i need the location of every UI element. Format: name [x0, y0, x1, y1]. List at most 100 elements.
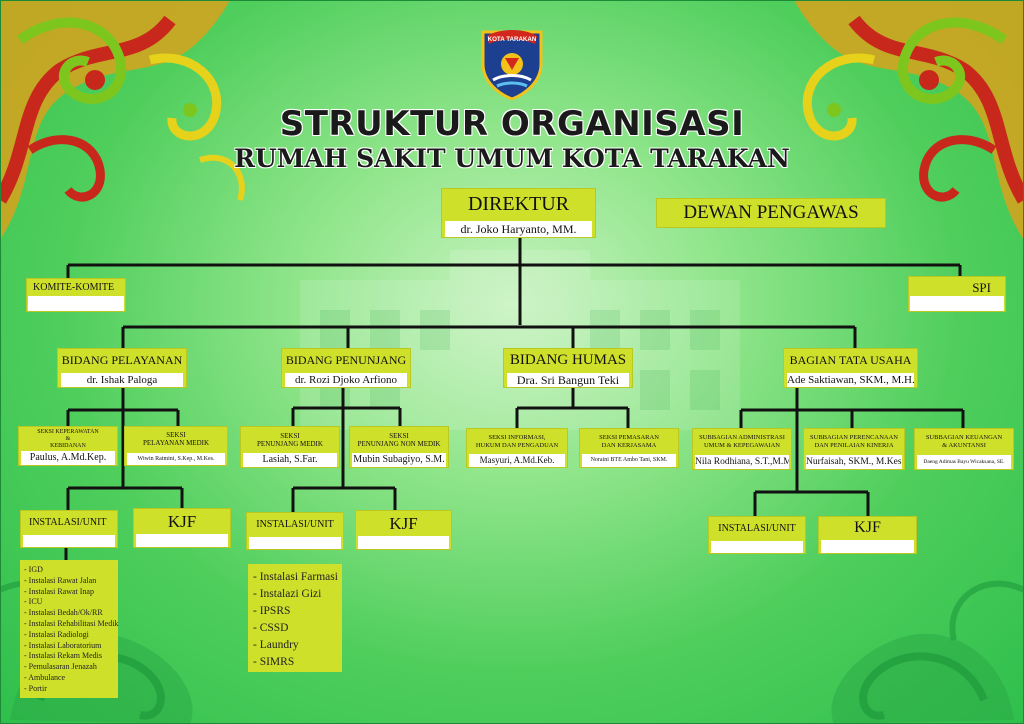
instalasi-item: - Portir	[24, 683, 47, 693]
chart-subtitle: RUMAH SAKIT UMUM KOTA TARAKAN	[234, 144, 790, 173]
seksi-penunjang-medik-box: SEKSI PENUNJANG MEDIK Lasiah, S.Far.	[240, 426, 340, 468]
kjf-name-slot-penunjang	[358, 536, 449, 549]
bidang-penunjang-title: BIDANG PENUNJANG	[285, 353, 407, 367]
instalasi-unit-name-slot-penunjang	[249, 537, 341, 549]
seksi-keperawatan-name: Paulus, A.Md.Kep.	[21, 451, 115, 465]
seksi-penunjang-non-medik-box: SEKSI PENUNJANG NON MEDIK Mubin Subagiyo…	[349, 426, 449, 468]
direktur-name: dr. Joko Haryanto, MM.	[445, 221, 592, 237]
instalasi-item: - Ambulance	[24, 672, 66, 682]
kjf-box-penunjang: KJF	[355, 510, 452, 550]
instalasi-item: - IPSRS	[253, 605, 291, 617]
seksi-penunjang-medik-title-2: PENUNJANG MEDIK	[257, 440, 323, 448]
instalasi-unit-box-tata-usaha: INSTALASI/UNIT	[708, 516, 806, 554]
seksi-pemasaran-title-2: DAN KERJASAMA	[601, 442, 657, 449]
instalasi-item: - Instalasi Rehabilitasi Medik	[24, 618, 119, 628]
kjf-name-slot-pelayanan	[136, 534, 228, 547]
instalasi-item: - Instalasi Farmasi	[253, 571, 338, 583]
komite-title: KOMITE-KOMITE	[33, 282, 115, 293]
kjf-label-pelayanan: KJF	[167, 512, 197, 531]
seksi-informasi-name: Masyuri, A.Md.Keb.	[469, 454, 565, 467]
seksi-penunjang-non-medik-title-2: PENUNJANG NON MEDIK	[357, 440, 441, 448]
komite-box: KOMITE-KOMITE	[26, 278, 126, 312]
subbagian-perencanaan-box: SUBBAGIAN PERENCANAAN DAN PENILAIAN KINE…	[803, 428, 905, 470]
subbagian-keuangan-name: Daeng Adimas Bayu Wicaksana, SE.	[917, 455, 1011, 469]
instalasi-item: - Laundry	[253, 639, 299, 651]
instalasi-item: - Pemulasaran Jenazah	[24, 662, 97, 672]
instalasi-unit-box-penunjang: INSTALASI/UNIT	[246, 512, 344, 550]
instalasi-item: - IGD	[24, 565, 43, 574]
seksi-pelayanan-medik-box: SEKSI PELAYANAN MEDIK Wiwin Ratmini, S.K…	[124, 426, 228, 466]
seksi-keperawatan-title-2: &	[65, 436, 71, 442]
instalasi-unit-name-slot-tata-usaha	[711, 541, 803, 553]
instalasi-item: - Instalasi Laboratorium	[24, 640, 102, 650]
instalasi-item: - Instalasi Bedah/Ok/RR	[24, 608, 103, 618]
instalasi-unit-label-pelayanan: INSTALASI/UNIT	[29, 517, 107, 528]
seksi-pemasaran-box: SEKSI PEMASARAN DAN KERJASAMA Noraini BT…	[579, 428, 679, 468]
instalasi-item: - Instalasi Rawat Jalan	[24, 575, 97, 585]
seksi-keperawatan-box: SEKSI KEPERAWATAN & KEBIDANAN Paulus, A.…	[18, 426, 118, 466]
seksi-penunjang-medik-name: Lasiah, S.Far.	[243, 453, 337, 467]
bidang-penunjang-name: dr. Rozi Djoko Arfiono	[285, 373, 407, 387]
instalasi-list-penunjang: - Instalasi Farmasi - Instalazi Gizi - I…	[248, 564, 342, 672]
subbagian-perencanaan-title-2: DAN PENILAIAN KINERJA	[814, 442, 894, 449]
instalasi-item: - SIMRS	[253, 656, 295, 668]
seksi-keperawatan-title-1: SEKSI KEPERAWATAN	[37, 429, 99, 435]
ornament-bottom-right	[831, 580, 1024, 724]
seksi-penunjang-non-medik-name: Mubin Subagiyo, S.M.	[352, 453, 446, 467]
kjf-label-tata-usaha: KJF	[854, 519, 881, 536]
bagian-tata-usaha-box: BAGIAN TATA USAHA Ade Saktiawan, SKM., M…	[783, 348, 918, 388]
subbagian-keuangan-box: SUBBAGIAN KEUANGAN & AKUNTANSI Daeng Adi…	[914, 428, 1014, 470]
kjf-box-tata-usaha: KJF	[818, 516, 917, 554]
subbagian-administrasi-title-1: SUBBAGIAN ADMINISTRASI	[699, 434, 785, 441]
spi-name-slot	[910, 296, 1004, 311]
seksi-penunjang-medik-title-1: SEKSI	[280, 432, 300, 440]
instalasi-list-pelayanan: - IGD - Instalasi Rawat Jalan - Instalas…	[20, 560, 118, 698]
bidang-pelayanan-name: dr. Ishak Paloga	[61, 373, 183, 387]
seksi-pemasaran-name: Noraini BTE Ambo Tani, SKM.	[582, 454, 676, 467]
dewan-pengawas-title: DEWAN PENGAWAS	[683, 202, 859, 223]
instalasi-unit-label-penunjang: INSTALASI/UNIT	[256, 519, 334, 530]
direktur-box: DIREKTUR dr. Joko Haryanto, MM.	[441, 188, 596, 238]
instalasi-unit-name-slot-pelayanan	[23, 535, 115, 547]
ornament-top-right	[794, 0, 1024, 240]
bidang-pelayanan-box: BIDANG PELAYANAN dr. Ishak Paloga	[57, 348, 187, 388]
direktur-title: DIREKTUR	[467, 193, 570, 215]
seksi-pelayanan-medik-name: Wiwin Ratmini, S.Kep., M.Kes.	[127, 453, 225, 465]
instalasi-item: - Instalasi Radiologi	[24, 629, 89, 639]
kjf-box-pelayanan: KJF	[133, 508, 231, 548]
spi-box: SPI	[908, 276, 1006, 312]
instalasi-item: - Instalazi Gizi	[253, 588, 322, 600]
instalasi-item: - Instalasi Rekam Medis	[24, 651, 102, 661]
seksi-pelayanan-medik-title-2: PELAYANAN MEDIK	[142, 439, 210, 447]
bidang-humas-title: BIDANG HUMAS	[509, 352, 627, 368]
subbagian-keuangan-title-2: & AKUNTANSI	[942, 442, 986, 449]
seksi-keperawatan-title-3: KEBIDANAN	[50, 443, 86, 449]
subbagian-perencanaan-name: Nurfaisah, SKM., M.Kes.	[806, 455, 902, 469]
city-emblem-logo: KOTA TARAKAN	[481, 30, 543, 100]
chart-title: STRUKTUR ORGANISASI	[279, 104, 745, 144]
bidang-penunjang-box: BIDANG PENUNJANG dr. Rozi Djoko Arfiono	[281, 348, 411, 388]
instalasi-item: - CSSD	[253, 622, 289, 634]
subbagian-keuangan-title-1: SUBBAGIAN KEUANGAN	[925, 434, 1003, 441]
seksi-pemasaran-title-1: SEKSI PEMASARAN	[599, 434, 659, 441]
bidang-pelayanan-title: BIDANG PELAYANAN	[61, 353, 183, 367]
instalasi-unit-label-tata-usaha: INSTALASI/UNIT	[718, 523, 796, 534]
bidang-humas-name: Dra. Sri Bangun Teki	[507, 373, 629, 387]
instalasi-item: - ICU	[24, 597, 43, 607]
bagian-tata-usaha-title: BAGIAN TATA USAHA	[789, 353, 912, 367]
spi-title: SPI	[972, 280, 991, 295]
dewan-pengawas-box: DEWAN PENGAWAS	[656, 198, 886, 228]
seksi-informasi-title-2: HUKUM DAN PENGADUAN	[475, 442, 559, 449]
ornament-top-left	[0, 0, 245, 240]
subbagian-administrasi-name: Nila Rodhiana, S.T.,M.M.	[695, 455, 789, 469]
svg-text:KOTA TARAKAN: KOTA TARAKAN	[488, 36, 537, 43]
bagian-tata-usaha-name: Ade Saktiawan, SKM., M.H.	[787, 373, 914, 387]
seksi-informasi-box: SEKSI INFORMASI, HUKUM DAN PENGADUAN Mas…	[466, 428, 568, 468]
komite-name-slot	[28, 296, 124, 311]
subbagian-perencanaan-title-1: SUBBAGIAN PERENCANAAN	[810, 434, 898, 441]
seksi-pelayanan-medik-title-1: SEKSI	[166, 431, 186, 439]
kjf-label-penunjang: KJF	[389, 514, 418, 533]
